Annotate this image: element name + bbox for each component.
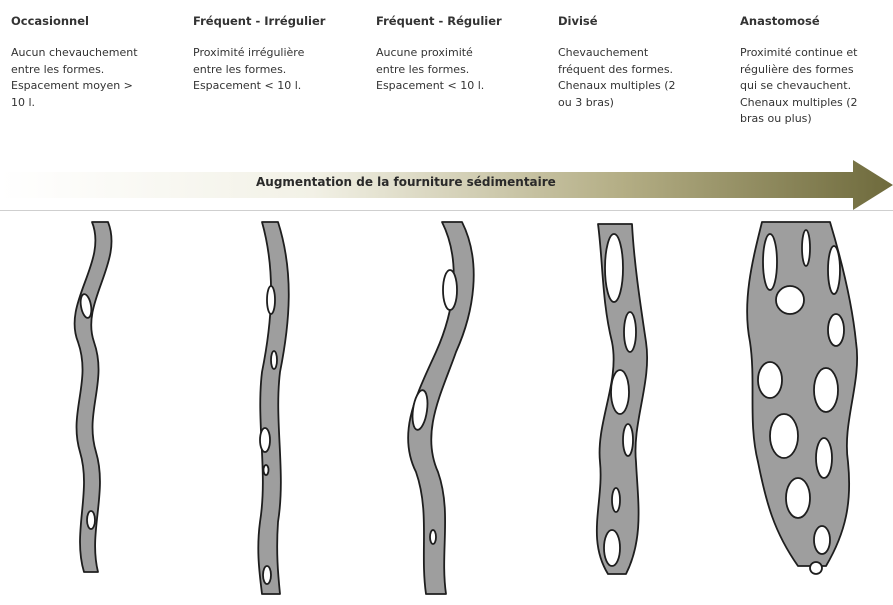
column-frequent-irregulier: Fréquent - Irrégulier Proximité irréguli… bbox=[193, 14, 358, 95]
column-frequent-regulier: Fréquent - Régulier Aucune proximité ent… bbox=[376, 14, 541, 95]
column-title: Fréquent - Irrégulier bbox=[193, 14, 358, 28]
column-description: Aucune proximité entre les formes. Espac… bbox=[376, 45, 541, 95]
column-anastomose: Anastomosé Proximité continue et réguliè… bbox=[740, 14, 890, 128]
column-title: Anastomosé bbox=[740, 14, 890, 28]
channel-frequent-irregulier bbox=[258, 222, 288, 594]
column-description: Proximité irrégulière entre les formes. … bbox=[193, 45, 358, 95]
column-title: Fréquent - Régulier bbox=[376, 14, 541, 28]
column-description: Proximité continue et régulière des form… bbox=[740, 45, 890, 128]
column-title: Occasionnel bbox=[11, 14, 176, 28]
channel-frequent-regulier bbox=[408, 222, 474, 594]
separator-line bbox=[0, 210, 893, 211]
column-description: Chevauchement fréquent des formes. Chena… bbox=[558, 45, 723, 111]
channel-occasionnel bbox=[75, 222, 112, 572]
channel-patterns-illustration bbox=[0, 214, 893, 605]
column-divise: Divisé Chevauchement fréquent des formes… bbox=[558, 14, 723, 111]
channel-anastomose bbox=[747, 222, 857, 574]
column-description: Aucun chevauchement entre les formes. Es… bbox=[11, 45, 176, 111]
channel-divise bbox=[597, 224, 647, 574]
column-title: Divisé bbox=[558, 14, 723, 28]
column-occasionnel: Occasionnel Aucun chevauchement entre le… bbox=[11, 14, 176, 111]
arrow-label: Augmentation de la fourniture sédimentai… bbox=[256, 175, 556, 189]
